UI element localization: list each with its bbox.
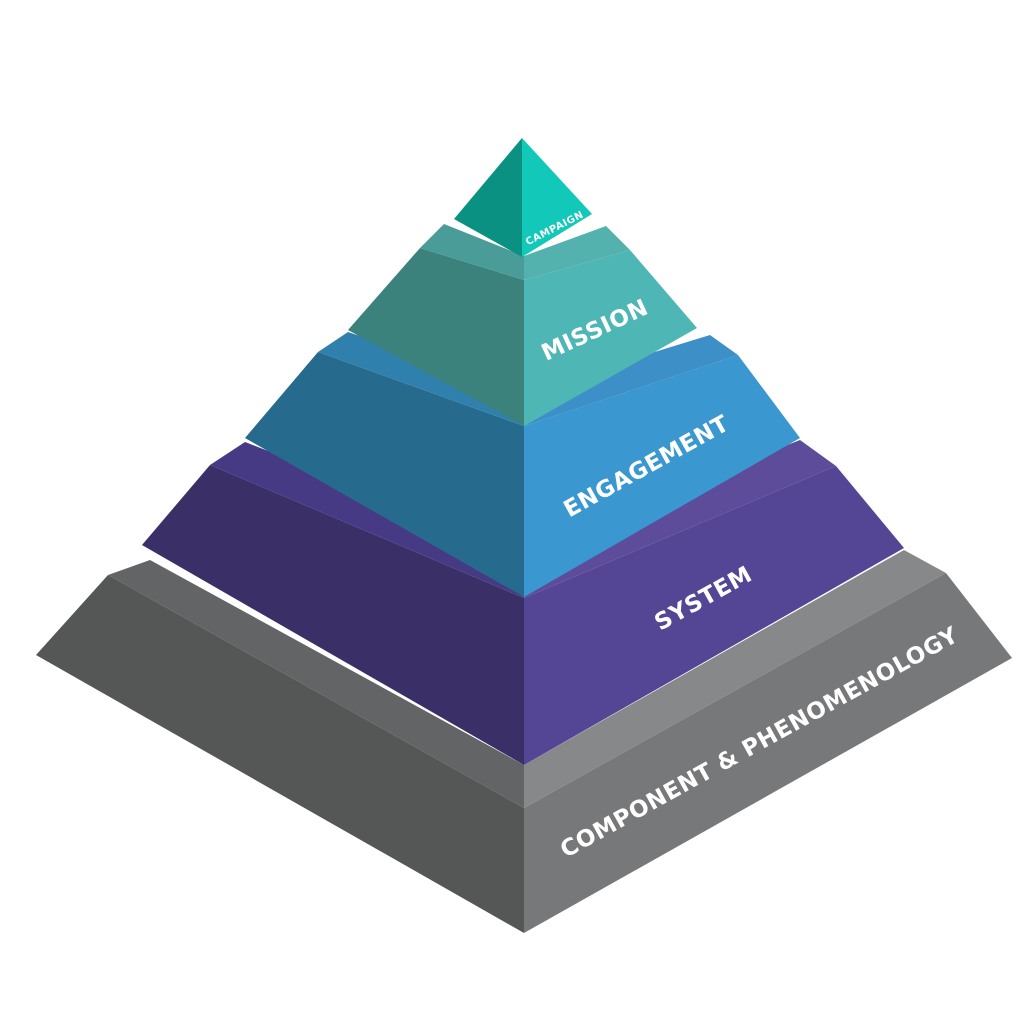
tier-engagement-top-left (318, 332, 524, 426)
tier-component-phenomenology-top-left (108, 560, 524, 808)
tier-mission-top-left (420, 224, 524, 280)
tier-campaign-right-face (522, 138, 592, 257)
tier-system-top-right (524, 440, 836, 598)
tier-component-phenomenology-top-right (524, 550, 946, 808)
tier-component-phenomenology-left-face (36, 575, 524, 933)
tier-system-left-face (142, 465, 524, 765)
tier-system-top-left (210, 442, 524, 598)
tier-engagement-right-face (524, 355, 800, 597)
tier-component-phenomenology: COMPONENT & PHENOMENOLOGY (36, 550, 1012, 933)
tier-system: SYSTEM (142, 440, 904, 765)
tier-campaign-left-face (454, 138, 522, 257)
tier-mission-top-right (524, 226, 630, 280)
tier-mission-left-face (348, 248, 524, 426)
tier-mission-right-face (524, 250, 697, 426)
tier-mission: MISSION (348, 224, 697, 426)
tier-component-phenomenology-right-face (524, 573, 1012, 933)
tier-system-right-face (524, 466, 904, 765)
tier-engagement-left-face (245, 352, 524, 597)
tier-engagement-top-right (524, 335, 738, 426)
